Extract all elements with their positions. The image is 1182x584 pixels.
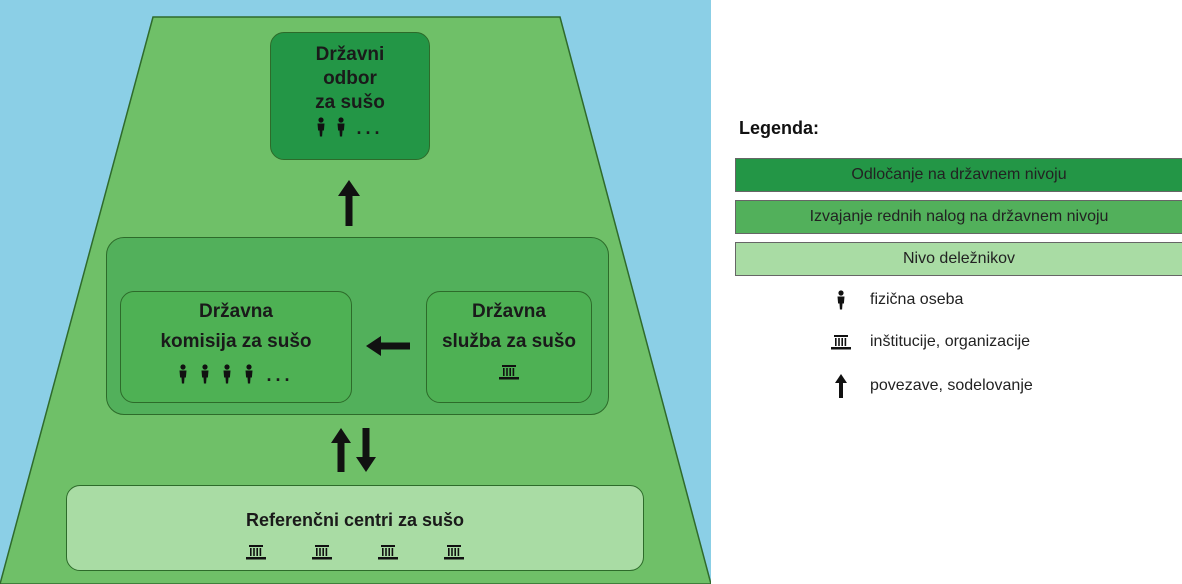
legend-institution-label: inštitucije, organizacije	[870, 333, 1031, 350]
board-members: ...	[271, 117, 429, 137]
person-icon	[201, 364, 209, 384]
building-icon	[444, 545, 464, 560]
building-icon	[499, 365, 519, 380]
reference-centers-institutions	[67, 544, 643, 560]
state-drought-commission-box: Državna komisija za sušo ...	[120, 291, 352, 403]
legend-decision-level: Odločanje na državnem nivoju	[735, 158, 1182, 192]
legend-execution-level: Izvajanje rednih nalog na državnem nivoj…	[735, 200, 1182, 234]
person-icon	[317, 117, 325, 137]
building-icon	[378, 545, 398, 560]
service-institutions	[427, 364, 591, 380]
legend-decision-level-label: Odločanje na državnem nivoju	[851, 166, 1067, 183]
reference-centers-box: Referenčni centri za sušo	[66, 485, 644, 571]
state-drought-board-box: Državni odbor za sušo ...	[270, 32, 430, 160]
board-title-line-3: za sušo	[315, 92, 385, 113]
service-title-line-1: Državna	[472, 301, 546, 322]
legend-connection-label: povezave, sodelovanje	[870, 377, 1033, 394]
commission-title-line-1: Državna	[199, 301, 273, 322]
board-title-line-1: Državni	[315, 44, 385, 65]
arrow-left	[366, 336, 410, 356]
commission-members: ...	[121, 364, 351, 384]
person-icon	[179, 364, 187, 384]
state-drought-service-box: Državna služba za sušo	[426, 291, 592, 403]
arrow-up	[331, 428, 351, 472]
building-icon	[246, 545, 266, 560]
legend-institution: inštitucije, organizacije	[828, 333, 1030, 351]
person-icon	[337, 117, 345, 137]
person-icon	[245, 364, 253, 384]
reference-centers-title: Referenčni centri za sušo	[245, 510, 465, 530]
legend-stakeholder-level: Nivo deležnikov	[735, 242, 1182, 276]
legend-person-label: fizična oseba	[870, 291, 964, 308]
diagram-panel: Državni odbor za sušo ... Državna komisi…	[0, 0, 711, 584]
arrow-up	[338, 180, 360, 226]
legend-title: Legenda:	[739, 118, 820, 138]
legend-stakeholder-level-label: Nivo deležnikov	[902, 250, 1016, 267]
commission-title-line-2: komisija za sušo	[160, 331, 312, 352]
board-title-line-2: odbor	[323, 68, 377, 89]
more-members-dots: ...	[356, 118, 384, 138]
person-icon	[223, 364, 231, 384]
legend-execution-level-label: Izvajanje rednih nalog na državnem nivoj…	[809, 208, 1109, 225]
service-title-line-2: služba za sušo	[441, 331, 577, 352]
building-icon	[828, 334, 854, 350]
more-members-dots: ...	[266, 365, 294, 385]
arrow-down	[356, 428, 376, 472]
building-icon	[312, 545, 332, 560]
legend-person: fizična oseba	[828, 290, 963, 310]
arrow-up-icon	[828, 374, 854, 398]
legend-connection: povezave, sodelovanje	[828, 374, 1033, 398]
person-icon	[828, 290, 854, 310]
